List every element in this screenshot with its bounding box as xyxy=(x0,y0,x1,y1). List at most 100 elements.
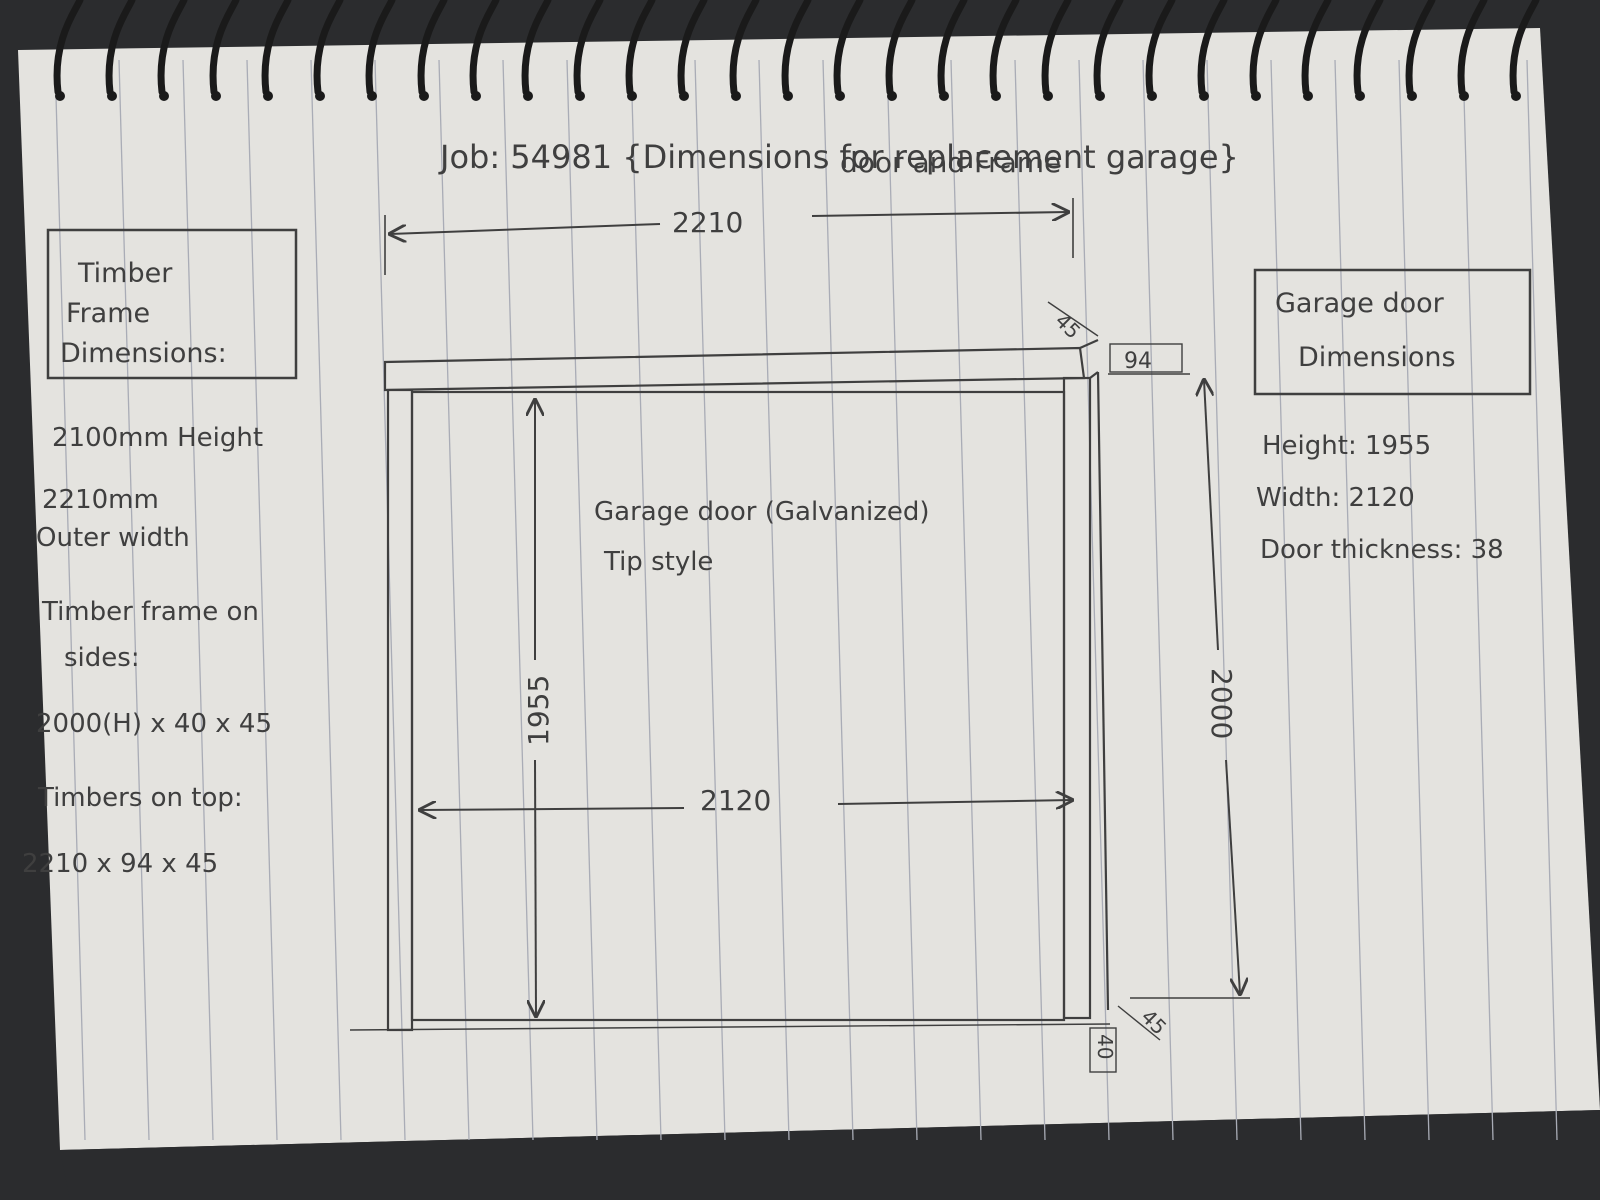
door-note-height: Height: 1955 xyxy=(1262,431,1431,461)
timber-note-width-value: 2210mm xyxy=(42,485,159,515)
rule-line xyxy=(822,59,854,1141)
rule-line xyxy=(438,59,470,1141)
spiral-coil xyxy=(417,0,448,96)
door-label-line2: Tip style xyxy=(603,547,713,577)
rule-line xyxy=(118,59,150,1141)
timber-note-sides-value: 2000(H) x 40 x 45 xyxy=(36,709,272,739)
spiral-coil xyxy=(105,0,136,96)
spiral-hole xyxy=(1303,91,1313,101)
spiral-hole xyxy=(1251,91,1261,101)
garage-door-panel xyxy=(410,390,1066,1022)
spiral-coil xyxy=(1145,0,1176,96)
rule-line xyxy=(1270,59,1302,1141)
spiral-coil xyxy=(729,0,760,96)
door-note-width: Width: 2120 xyxy=(1256,483,1415,513)
rule-line xyxy=(950,59,982,1141)
timber-note-top-label: Timbers on top: xyxy=(37,783,243,813)
job-title-line2: door and Frame xyxy=(840,146,1061,179)
timber-note-sides-label: Timber frame on xyxy=(41,597,259,627)
spiral-coil xyxy=(313,0,344,96)
spiral-coil xyxy=(469,0,500,96)
spiral-coil xyxy=(1509,0,1540,96)
spiral-coil xyxy=(365,0,396,96)
timber-frame-box xyxy=(46,228,298,380)
door-label-line1: Garage door (Galvanized) xyxy=(594,497,930,527)
dim-side-thickness-label: 40 xyxy=(1093,1034,1117,1059)
door-frame-drawing xyxy=(349,338,1111,1032)
rule-line xyxy=(246,59,278,1141)
dim-top-depth-tick xyxy=(1047,301,1099,337)
rule-line xyxy=(1526,59,1558,1141)
spiral-coil xyxy=(157,0,188,96)
spiral-coil xyxy=(833,0,864,96)
dim-door-width-arrow-left xyxy=(420,808,685,810)
spiral-hole xyxy=(939,91,949,101)
spiral-coil xyxy=(677,0,708,96)
spiral-hole xyxy=(627,91,637,101)
rule-line xyxy=(1462,59,1494,1141)
spiral-hole xyxy=(1095,91,1105,101)
spiral-hole xyxy=(315,91,325,101)
spiral-hole xyxy=(211,91,221,101)
rule-line xyxy=(758,59,790,1141)
rule-line xyxy=(1398,59,1430,1141)
spiral-coil xyxy=(625,0,656,96)
timber-note-height: 2100mm Height xyxy=(52,423,263,453)
dim-frame-height-arrow-top xyxy=(1204,380,1219,651)
timber-box-line2: Frame xyxy=(66,298,150,329)
rule-line xyxy=(54,59,86,1141)
spiral-hole xyxy=(471,91,481,101)
dim-frame-height-label: 2000 xyxy=(1205,668,1238,739)
spiral-coil xyxy=(1301,0,1332,96)
spiral-hole xyxy=(731,91,741,101)
spiral-hole xyxy=(107,91,117,101)
spiral-hole xyxy=(263,91,273,101)
spiral-coil xyxy=(573,0,604,96)
spiral-coil xyxy=(521,0,552,96)
right-post-depth-edge xyxy=(1089,371,1099,379)
dim-side-thickness-box xyxy=(1089,1027,1117,1073)
spiral-coil xyxy=(1457,0,1488,96)
spiral-coil xyxy=(885,0,916,96)
spiral-coil xyxy=(1353,0,1384,96)
spiral-coil xyxy=(781,0,812,96)
dim-door-height-label: 1955 xyxy=(522,675,555,746)
timber-note-sides-label2: sides: xyxy=(64,643,140,673)
spiral-hole xyxy=(1511,91,1521,101)
spiral-hole xyxy=(1355,91,1365,101)
spiral-hole xyxy=(367,91,377,101)
dim-outer-width-arrow-right xyxy=(811,212,1068,216)
rule-line xyxy=(502,59,534,1141)
spiral-coil xyxy=(1249,0,1280,96)
spiral-hole xyxy=(1199,91,1209,101)
spiral-coil xyxy=(1405,0,1436,96)
rule-line xyxy=(630,59,662,1141)
garage-door-box xyxy=(1253,268,1532,396)
dim-top-timber-width-box xyxy=(1109,343,1183,373)
spiral-binding xyxy=(53,0,1540,101)
rule-line xyxy=(1078,59,1110,1141)
spiral-hole xyxy=(523,91,533,101)
rule-line xyxy=(1142,59,1174,1141)
job-title-line1: Job: 54981 {Dimensions for replacement g… xyxy=(438,138,1239,176)
spiral-hole xyxy=(783,91,793,101)
timber-box-line1: Timber xyxy=(77,258,173,289)
spiral-hole xyxy=(887,91,897,101)
rule-lines xyxy=(54,59,1558,1141)
rule-line xyxy=(374,59,406,1141)
spiral-hole xyxy=(991,91,1001,101)
rule-line xyxy=(182,59,214,1141)
dim-bottom-depth-tick xyxy=(1117,1005,1161,1041)
door-note-thickness: Door thickness: 38 xyxy=(1260,535,1504,565)
page-shadow xyxy=(60,1110,1600,1200)
ground-line xyxy=(349,1023,1111,1031)
rule-line xyxy=(694,59,726,1141)
spiral-hole xyxy=(55,91,65,101)
rule-line xyxy=(566,59,598,1141)
rule-line xyxy=(310,59,342,1141)
dim-door-height-arrow-bottom xyxy=(535,759,536,1016)
spiral-hole xyxy=(419,91,429,101)
top-timber-depth-edge xyxy=(1079,338,1099,350)
spiral-hole xyxy=(1407,91,1417,101)
